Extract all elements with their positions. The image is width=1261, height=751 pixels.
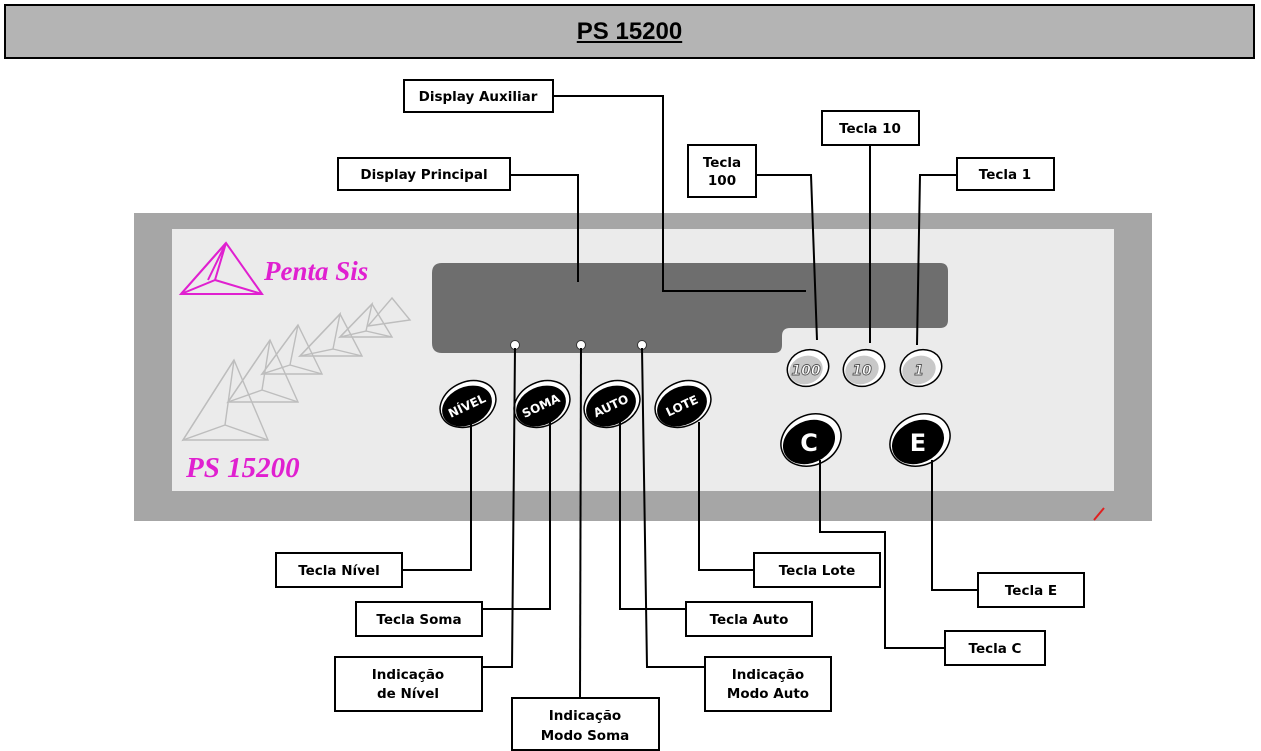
callout-indicacao-nivel: Indicação de Nível [334, 656, 483, 712]
svg-text:Tecla Nível: Tecla Nível [298, 563, 380, 579]
display-window [432, 263, 948, 353]
decorative-pyramids [181, 296, 412, 442]
svg-text:Indicação: Indicação [372, 667, 444, 683]
svg-text:Tecla E: Tecla E [1005, 583, 1057, 599]
key-10-label: 10 [852, 363, 872, 379]
svg-text:Tecla: Tecla [703, 155, 741, 171]
e-key-label: E [910, 429, 926, 457]
page-title: PS 15200 [576, 17, 683, 45]
c-key-label: C [800, 429, 818, 457]
auto-key-button[interactable]: AUTO [576, 372, 647, 436]
c-key-button[interactable]: C [772, 404, 849, 476]
svg-text:Tecla Lote: Tecla Lote [779, 563, 856, 579]
callout-display-auxiliar: Display Auxiliar [403, 79, 554, 113]
leader-lines [402, 95, 978, 699]
callout-indicacao-soma: Indicação Modo Soma [511, 697, 660, 751]
brand-name: Penta Sis [263, 256, 368, 286]
key-10-button[interactable]: 10 [838, 344, 890, 392]
svg-text:de Nível: de Nível [377, 686, 439, 702]
key-100-label: 100 [791, 363, 820, 379]
svg-text:Tecla Auto: Tecla Auto [710, 612, 789, 628]
svg-text:100: 100 [708, 173, 736, 189]
callout-tecla-auto: Tecla Auto [685, 601, 813, 637]
svg-text:Modo Auto: Modo Auto [727, 686, 809, 702]
callout-display-principal: Display Principal [337, 157, 511, 191]
red-mark [1093, 507, 1105, 521]
callout-tecla-10: Tecla 10 [821, 110, 920, 146]
callout-tecla-e: Tecla E [977, 572, 1085, 608]
callout-tecla-1: Tecla 1 [956, 157, 1055, 191]
svg-text:Indicação: Indicação [549, 708, 621, 724]
svg-text:Display Principal: Display Principal [360, 167, 487, 183]
model-name: PS 15200 [185, 452, 300, 484]
nivel-key-button[interactable]: NÍVEL [432, 372, 503, 436]
svg-text:Tecla 10: Tecla 10 [839, 121, 901, 137]
callout-tecla-soma: Tecla Soma [355, 601, 483, 637]
e-key-button[interactable]: E [881, 404, 958, 476]
svg-text:Tecla C: Tecla C [969, 641, 1022, 657]
svg-text:Tecla 1: Tecla 1 [979, 167, 1031, 183]
svg-text:Tecla Soma: Tecla Soma [376, 612, 461, 628]
key-1-label: 1 [914, 363, 924, 379]
callout-indicacao-auto: Indicação Modo Auto [704, 656, 832, 712]
svg-text:Modo Soma: Modo Soma [541, 728, 630, 744]
soma-key-button[interactable]: SOMA [506, 372, 577, 436]
callout-tecla-lote: Tecla Lote [753, 552, 881, 588]
svg-text:Indicação: Indicação [732, 667, 804, 683]
penta-sis-logo [178, 241, 264, 295]
callout-tecla-c: Tecla C [944, 630, 1046, 666]
callout-tecla-100: Tecla 100 [687, 144, 757, 198]
key-1-button[interactable]: 1 [895, 344, 947, 392]
svg-text:Display Auxiliar: Display Auxiliar [419, 89, 538, 105]
callout-tecla-nivel: Tecla Nível [275, 552, 403, 588]
title-bar: PS 15200 [4, 4, 1255, 59]
lote-key-button[interactable]: LOTE [647, 372, 718, 436]
key-100-button[interactable]: 100 [782, 344, 834, 392]
